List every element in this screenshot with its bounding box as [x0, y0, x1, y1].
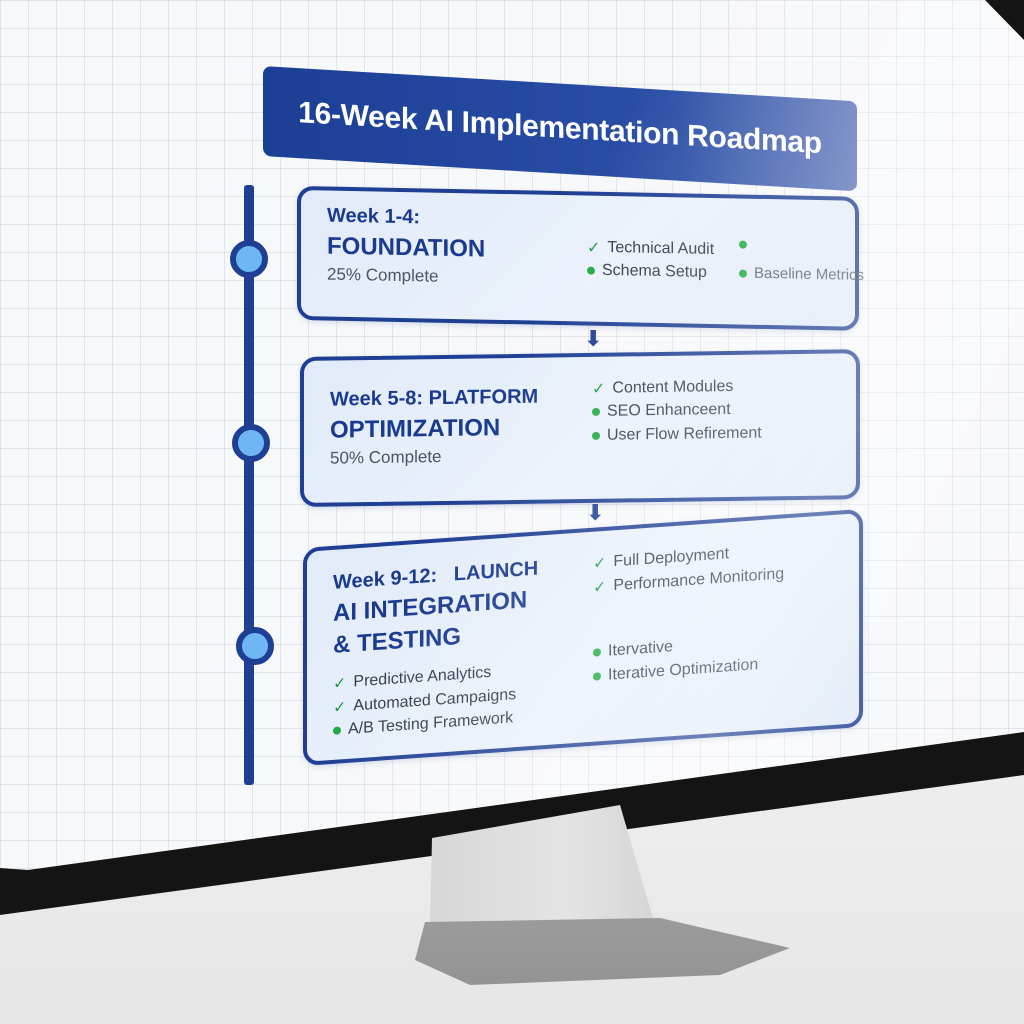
task-label: Iterative Optimization — [608, 656, 759, 684]
task-label: SEO Enhanceent — [607, 400, 731, 420]
dot-icon — [592, 431, 600, 440]
task-item — [739, 240, 754, 249]
task-item: ✓ Content Modules — [592, 377, 733, 399]
dot-icon — [592, 407, 600, 416]
phase-name: FOUNDATION — [327, 232, 486, 263]
phase-card-foundation: Week 1-4: FOUNDATION 25% Complete ✓ Tech… — [297, 186, 864, 331]
dot-icon — [593, 648, 601, 657]
check-icon: ✓ — [592, 380, 606, 398]
task-label: Schema Setup — [602, 261, 707, 281]
check-icon: ✓ — [593, 578, 607, 597]
task-item: Itervative — [593, 638, 673, 662]
check-icon: ✓ — [333, 674, 347, 693]
phase-progress: 50% Complete — [330, 447, 442, 468]
task-item: User Flow Refirement — [592, 425, 762, 445]
dot-icon — [739, 240, 747, 249]
task-item: Schema Setup — [587, 262, 707, 282]
phase-card-ai-integration: Week 9-12: LAUNCH AI INTEGRATION & TESTI… — [303, 508, 863, 766]
phase-name: OPTIMIZATION — [330, 414, 501, 444]
timeline-line — [244, 185, 254, 785]
phase-name: & TESTING — [333, 622, 462, 659]
timeline-node — [232, 424, 270, 462]
check-icon: ✓ — [593, 554, 607, 573]
task-item: ✓ Technical Audit — [587, 238, 714, 260]
dot-icon — [593, 672, 601, 681]
dot-icon — [739, 268, 747, 278]
task-label: Baseline Metrics — [754, 264, 865, 284]
check-icon: ✓ — [587, 239, 601, 257]
phase-week: Week 5-8: PLATFORM — [330, 385, 539, 411]
task-label: Itervative — [608, 638, 673, 660]
task-label: Technical Audit — [607, 238, 715, 259]
phase-progress: 25% Complete — [327, 264, 439, 286]
timeline-node — [236, 627, 274, 665]
check-icon: ✓ — [333, 698, 347, 717]
task-label: User Flow Refirement — [607, 424, 762, 444]
task-label: Content Modules — [612, 377, 734, 397]
phase-card-optimization: Week 5-8: PLATFORM OPTIMIZATION 50% Comp… — [300, 349, 860, 507]
task-item: SEO Enhanceent — [592, 401, 731, 421]
task-label: Full Deployment — [613, 545, 730, 571]
task-item: Iterative Optimization — [593, 656, 758, 686]
dot-icon — [587, 266, 595, 275]
phase-week: Week 1-4: — [327, 204, 421, 229]
arrow-down-icon: ⬇ — [584, 326, 603, 351]
arrow-down-icon: ⬇ — [586, 500, 605, 525]
dot-icon — [333, 726, 341, 735]
task-item: Baseline Metrics — [739, 264, 865, 284]
timeline-node — [230, 240, 268, 278]
